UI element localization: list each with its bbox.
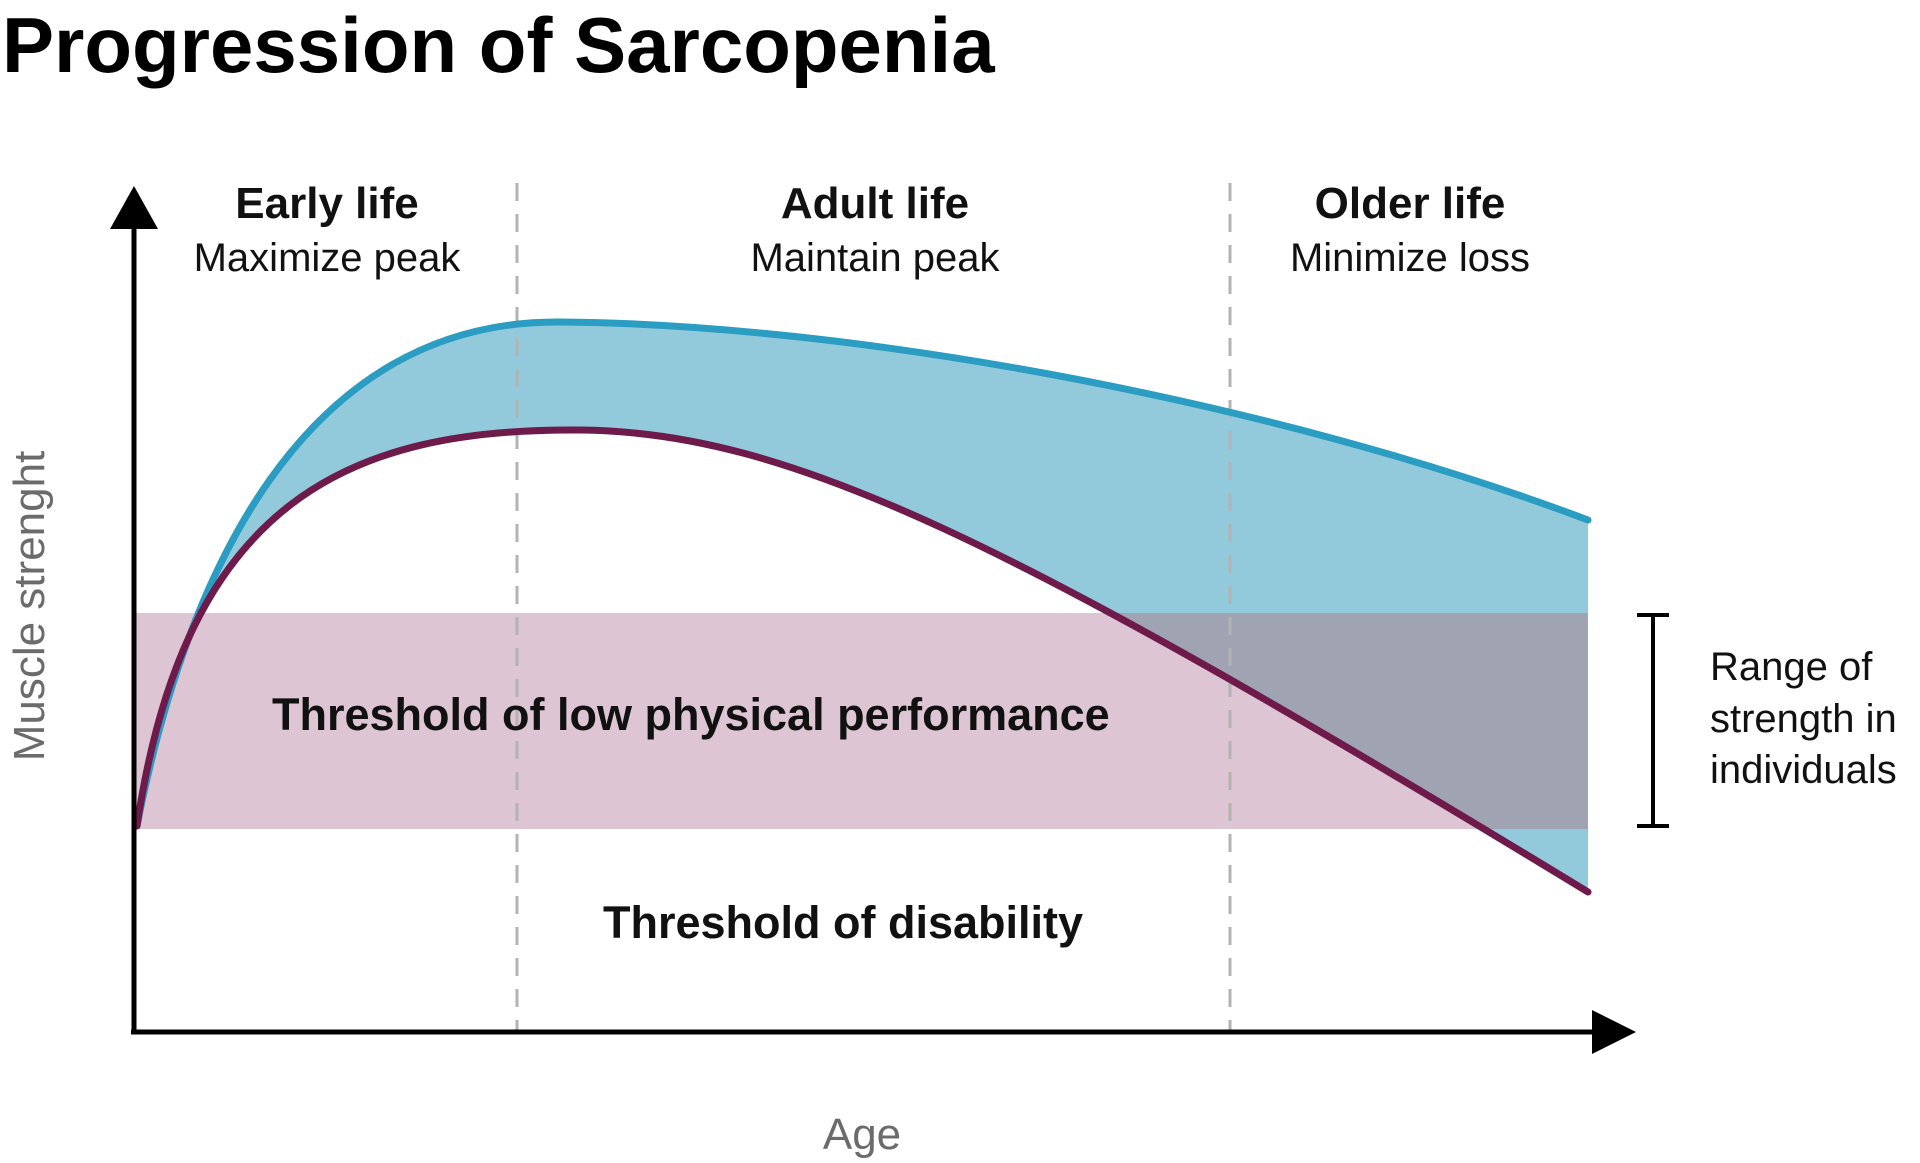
disability-label: Threshold of disability (603, 897, 1083, 948)
phase-name-adult: Adult life (781, 179, 969, 228)
upper-strength-curve (133, 318, 1592, 830)
range-band-overlap (137, 613, 1588, 829)
phase-name-older: Older life (1315, 179, 1506, 228)
range-bracket (1637, 613, 1669, 828)
phase-name-early: Early life (235, 179, 418, 228)
y-axis-label: Muscle strenght (5, 451, 54, 762)
phase-goal-adult: Maintain peak (750, 236, 1000, 280)
strength-range-fill (137, 321, 1588, 892)
chart-title: Progression of Sarcopenia (2, 1, 995, 89)
y-axis-arrow-icon (110, 186, 158, 229)
range-label-line-2: strength in (1710, 697, 1897, 741)
range-label-line-3: individuals (1710, 748, 1897, 792)
phase-goal-older: Minimize loss (1290, 236, 1530, 280)
low-performance-label: Threshold of low physical performance (272, 689, 1110, 740)
x-axis-label: Age (823, 1110, 901, 1159)
phase-goal-early: Maximize peak (194, 236, 462, 280)
lower-strength-curve (133, 426, 1592, 896)
range-label-line-1: Range of (1710, 645, 1873, 689)
x-axis-arrow-icon (1592, 1010, 1636, 1054)
